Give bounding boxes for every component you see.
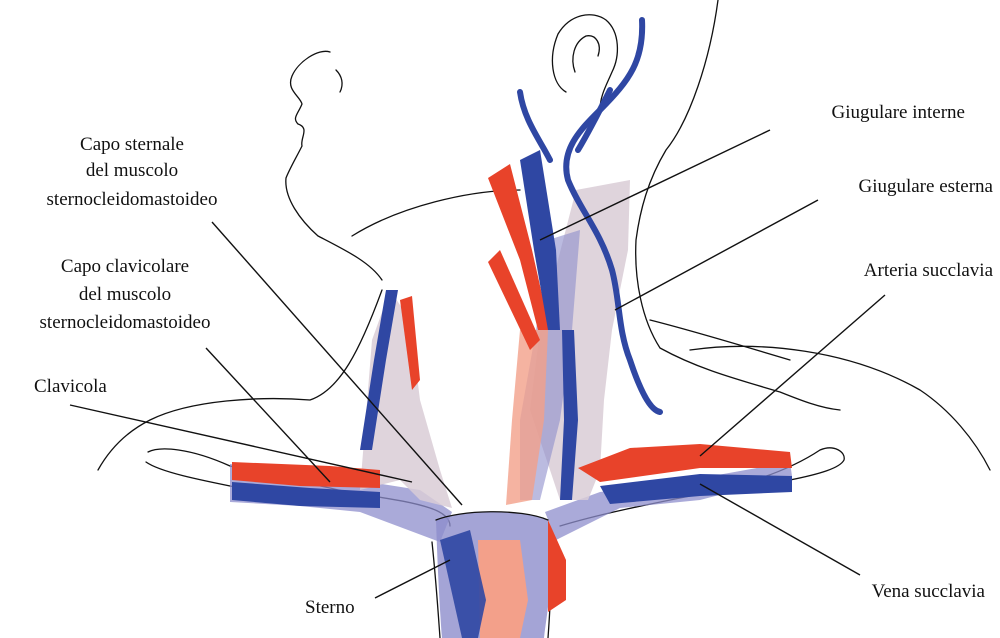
leader-arteria-succlavia bbox=[699, 294, 886, 457]
aortic-arch-branch bbox=[548, 520, 566, 612]
label-capo-sternale-line2: del muscolo bbox=[86, 160, 178, 181]
leader-sterno bbox=[374, 559, 451, 599]
label-vena-succlavia: Vena succlavia bbox=[872, 581, 986, 602]
leader-lines bbox=[69, 129, 886, 599]
label-capo-clavicolare-line1: Capo clavicolare bbox=[61, 256, 189, 277]
label-capo-sternale-line1: Capo sternale bbox=[80, 134, 184, 155]
label-sterno: Sterno bbox=[305, 597, 355, 618]
label-giugulare-interne: Giugulare interne bbox=[832, 102, 965, 123]
label-capo-sternale-line3: sternocleidomastoideo bbox=[47, 189, 218, 210]
subclavian-artery-left bbox=[232, 462, 380, 488]
leader-capo-clavicolare bbox=[205, 347, 331, 483]
leader-giugulare-esterna bbox=[614, 199, 819, 311]
external-jugular-vein bbox=[517, 17, 663, 415]
label-clavicola: Clavicola bbox=[34, 376, 107, 397]
label-arteria-succlavia: Arteria succlavia bbox=[864, 260, 994, 281]
leader-clavicola bbox=[69, 404, 413, 483]
labels: Capo sternale del muscolo sternocleidoma… bbox=[34, 102, 994, 618]
sternocleidomastoid-muscle bbox=[360, 180, 630, 508]
leader-capo-sternale bbox=[211, 221, 463, 506]
carotid-artery bbox=[400, 164, 550, 390]
subclavian-vein-right bbox=[600, 474, 792, 504]
brachiocephalic-vein bbox=[440, 530, 486, 638]
label-capo-clavicolare-line2: del muscolo bbox=[79, 284, 171, 305]
leader-vena-succlavia bbox=[699, 483, 861, 576]
label-capo-clavicolare-line3: sternocleidomastoideo bbox=[40, 312, 211, 333]
subclavian-artery-right bbox=[578, 444, 792, 482]
leader-giugulare-interne bbox=[539, 129, 771, 241]
label-giugulare-esterna: Giugulare esterna bbox=[858, 176, 993, 197]
subclavian-vein-left bbox=[232, 482, 380, 508]
